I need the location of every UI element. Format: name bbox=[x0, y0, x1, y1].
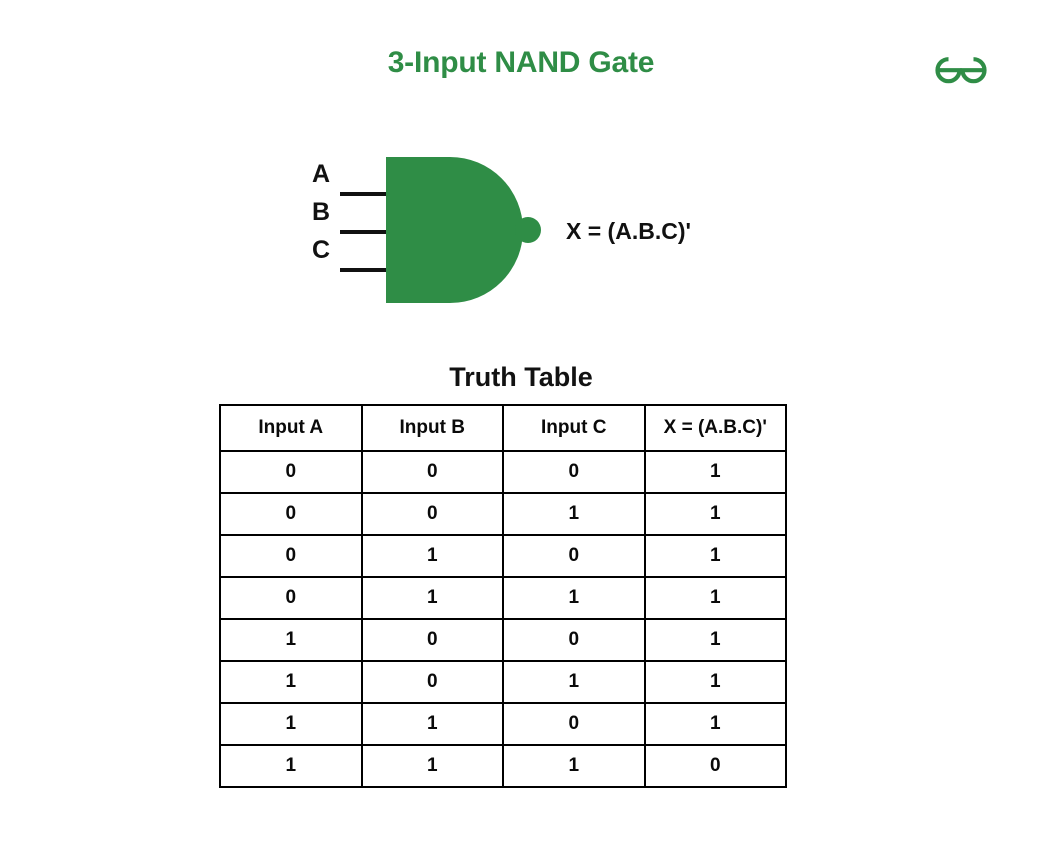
cell-input-b: 0 bbox=[360, 618, 504, 662]
table-row: 1 0 1 1 bbox=[219, 660, 787, 704]
truth-table-heading: Truth Table bbox=[449, 362, 593, 392]
cell-input-c: 1 bbox=[502, 744, 646, 788]
page-title: 3-Input NAND Gate bbox=[387, 46, 655, 79]
gate-diagram: A B C X = (A.B.C)' bbox=[0, 130, 1042, 350]
cell-output: 1 bbox=[643, 702, 787, 746]
cell-input-b: 1 bbox=[360, 534, 504, 578]
cell-input-b: 0 bbox=[360, 450, 504, 494]
gate-input-label-c: C bbox=[311, 236, 331, 264]
table-row: 0 0 0 1 bbox=[219, 450, 787, 494]
cell-input-b: 1 bbox=[360, 576, 504, 620]
table-row: 1 1 0 1 bbox=[219, 702, 787, 746]
cell-input-b: 0 bbox=[360, 492, 504, 536]
cell-input-c: 1 bbox=[502, 492, 646, 536]
cell-input-c: 0 bbox=[502, 450, 646, 494]
cell-output: 1 bbox=[643, 618, 787, 662]
gate-input-label-a: A bbox=[311, 160, 331, 188]
cell-input-a: 1 bbox=[219, 702, 363, 746]
cell-output: 1 bbox=[643, 576, 787, 620]
cell-input-a: 0 bbox=[219, 450, 363, 494]
table-header-row: Input A Input B Input C X = (A.B.C)' bbox=[219, 404, 787, 452]
cell-input-b: 0 bbox=[360, 660, 504, 704]
nand-gate-body bbox=[386, 157, 523, 303]
table-row: 1 0 0 1 bbox=[219, 618, 787, 662]
column-header-input-c: Input C bbox=[502, 404, 646, 452]
gate-output-expression: X = (A.B.C)' bbox=[566, 218, 691, 244]
cell-input-a: 1 bbox=[219, 660, 363, 704]
cell-input-b: 1 bbox=[360, 744, 504, 788]
column-header-input-b: Input B bbox=[360, 404, 504, 452]
cell-input-a: 1 bbox=[219, 744, 363, 788]
cell-input-c: 0 bbox=[502, 702, 646, 746]
cell-input-a: 0 bbox=[219, 534, 363, 578]
cell-input-c: 0 bbox=[502, 618, 646, 662]
cell-input-b: 1 bbox=[360, 702, 504, 746]
cell-input-a: 1 bbox=[219, 618, 363, 662]
cell-input-c: 1 bbox=[502, 576, 646, 620]
cell-input-a: 0 bbox=[219, 492, 363, 536]
column-header-input-a: Input A bbox=[219, 404, 363, 452]
truth-table: Input A Input B Input C X = (A.B.C)' 0 0… bbox=[219, 404, 787, 788]
geeksforgeeks-logo bbox=[929, 46, 993, 88]
input-wires bbox=[340, 192, 386, 272]
cell-output: 0 bbox=[643, 744, 787, 788]
table-row: 0 1 1 1 bbox=[219, 576, 787, 620]
cell-input-c: 1 bbox=[502, 660, 646, 704]
cell-output: 1 bbox=[643, 450, 787, 494]
cell-output: 1 bbox=[643, 492, 787, 536]
truth-table-container: Input A Input B Input C X = (A.B.C)' 0 0… bbox=[219, 404, 787, 788]
cell-input-a: 0 bbox=[219, 576, 363, 620]
table-row: 0 1 0 1 bbox=[219, 534, 787, 578]
cell-input-c: 0 bbox=[502, 534, 646, 578]
column-header-output: X = (A.B.C)' bbox=[643, 404, 787, 452]
cell-output: 1 bbox=[643, 534, 787, 578]
table-row: 0 0 1 1 bbox=[219, 492, 787, 536]
table-row: 1 1 1 0 bbox=[219, 744, 787, 788]
gate-input-label-b: B bbox=[311, 198, 331, 226]
inverting-bubble bbox=[515, 217, 541, 243]
cell-output: 1 bbox=[643, 660, 787, 704]
